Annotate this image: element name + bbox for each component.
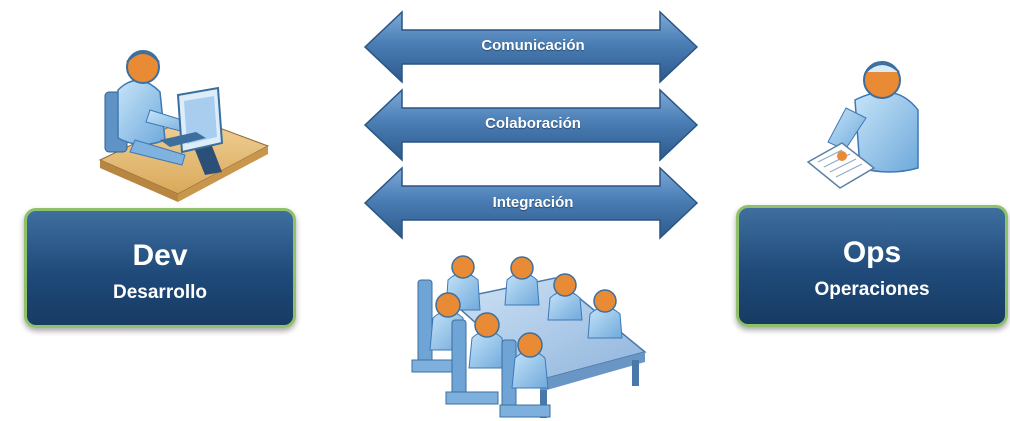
arrow-integracion bbox=[363, 166, 699, 240]
dev-subtitle: Desarrollo bbox=[113, 282, 207, 303]
arrow-colaboracion bbox=[363, 88, 699, 162]
arrow-label-comunicacion: Comunicación bbox=[481, 37, 585, 54]
arrow-label-colaboracion: Colaboración bbox=[485, 115, 581, 132]
dev-box: Dev Desarrollo bbox=[24, 208, 296, 328]
arrow-label-integracion: Integración bbox=[492, 194, 574, 211]
team-meeting-icon bbox=[411, 255, 647, 418]
ops-subtitle: Operaciones bbox=[814, 279, 930, 300]
dev-title: Dev bbox=[132, 239, 188, 272]
developer-at-computer-icon bbox=[98, 50, 270, 202]
ops-title: Ops bbox=[842, 236, 902, 269]
operator-with-document-icon bbox=[806, 61, 919, 189]
arrow-comunicacion bbox=[363, 10, 699, 84]
ops-box: Ops Operaciones bbox=[736, 205, 1008, 327]
